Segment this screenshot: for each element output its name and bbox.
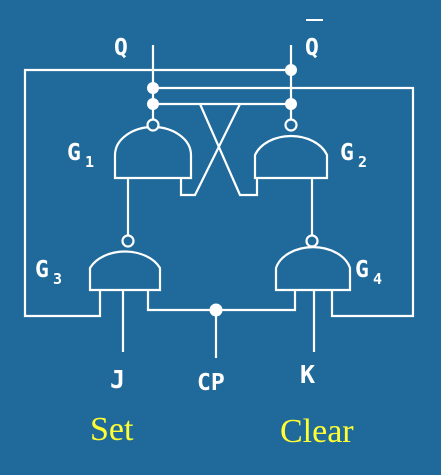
g3-bubble — [121, 234, 135, 248]
g2-bubble — [284, 118, 298, 132]
g3-subscript: 3 — [53, 270, 62, 288]
g1-bubble — [146, 118, 160, 132]
g1-label: G — [67, 140, 81, 166]
k-label: K — [300, 360, 315, 389]
g2-label: G — [340, 140, 354, 166]
gate-g1 — [113, 118, 193, 180]
g3-label: G — [35, 257, 49, 283]
cp-junction-dot — [209, 303, 223, 317]
qbar-label: Q — [305, 35, 319, 61]
set-caption: Set — [90, 411, 134, 448]
left-feedback-wire — [23, 68, 291, 318]
gate-g3 — [88, 234, 162, 292]
right-feedback-wire — [153, 86, 415, 318]
cross-wire-b — [198, 103, 259, 197]
g1-subscript: 1 — [85, 153, 94, 171]
gate-g2 — [253, 118, 329, 180]
g4-bubble — [305, 234, 319, 248]
junction-dot — [147, 98, 159, 110]
clear-caption: Clear — [280, 413, 354, 450]
g2-subscript: 2 — [358, 153, 367, 171]
junction-dot — [285, 98, 297, 110]
q-label: Q — [114, 35, 128, 61]
g4-subscript: 4 — [373, 270, 382, 288]
cp-label: CP — [197, 370, 225, 396]
gate-g4 — [274, 234, 352, 292]
junction-dot — [285, 64, 297, 76]
g4-label: G — [355, 257, 369, 283]
j-label: J — [110, 365, 125, 394]
junction-dot — [147, 82, 159, 94]
